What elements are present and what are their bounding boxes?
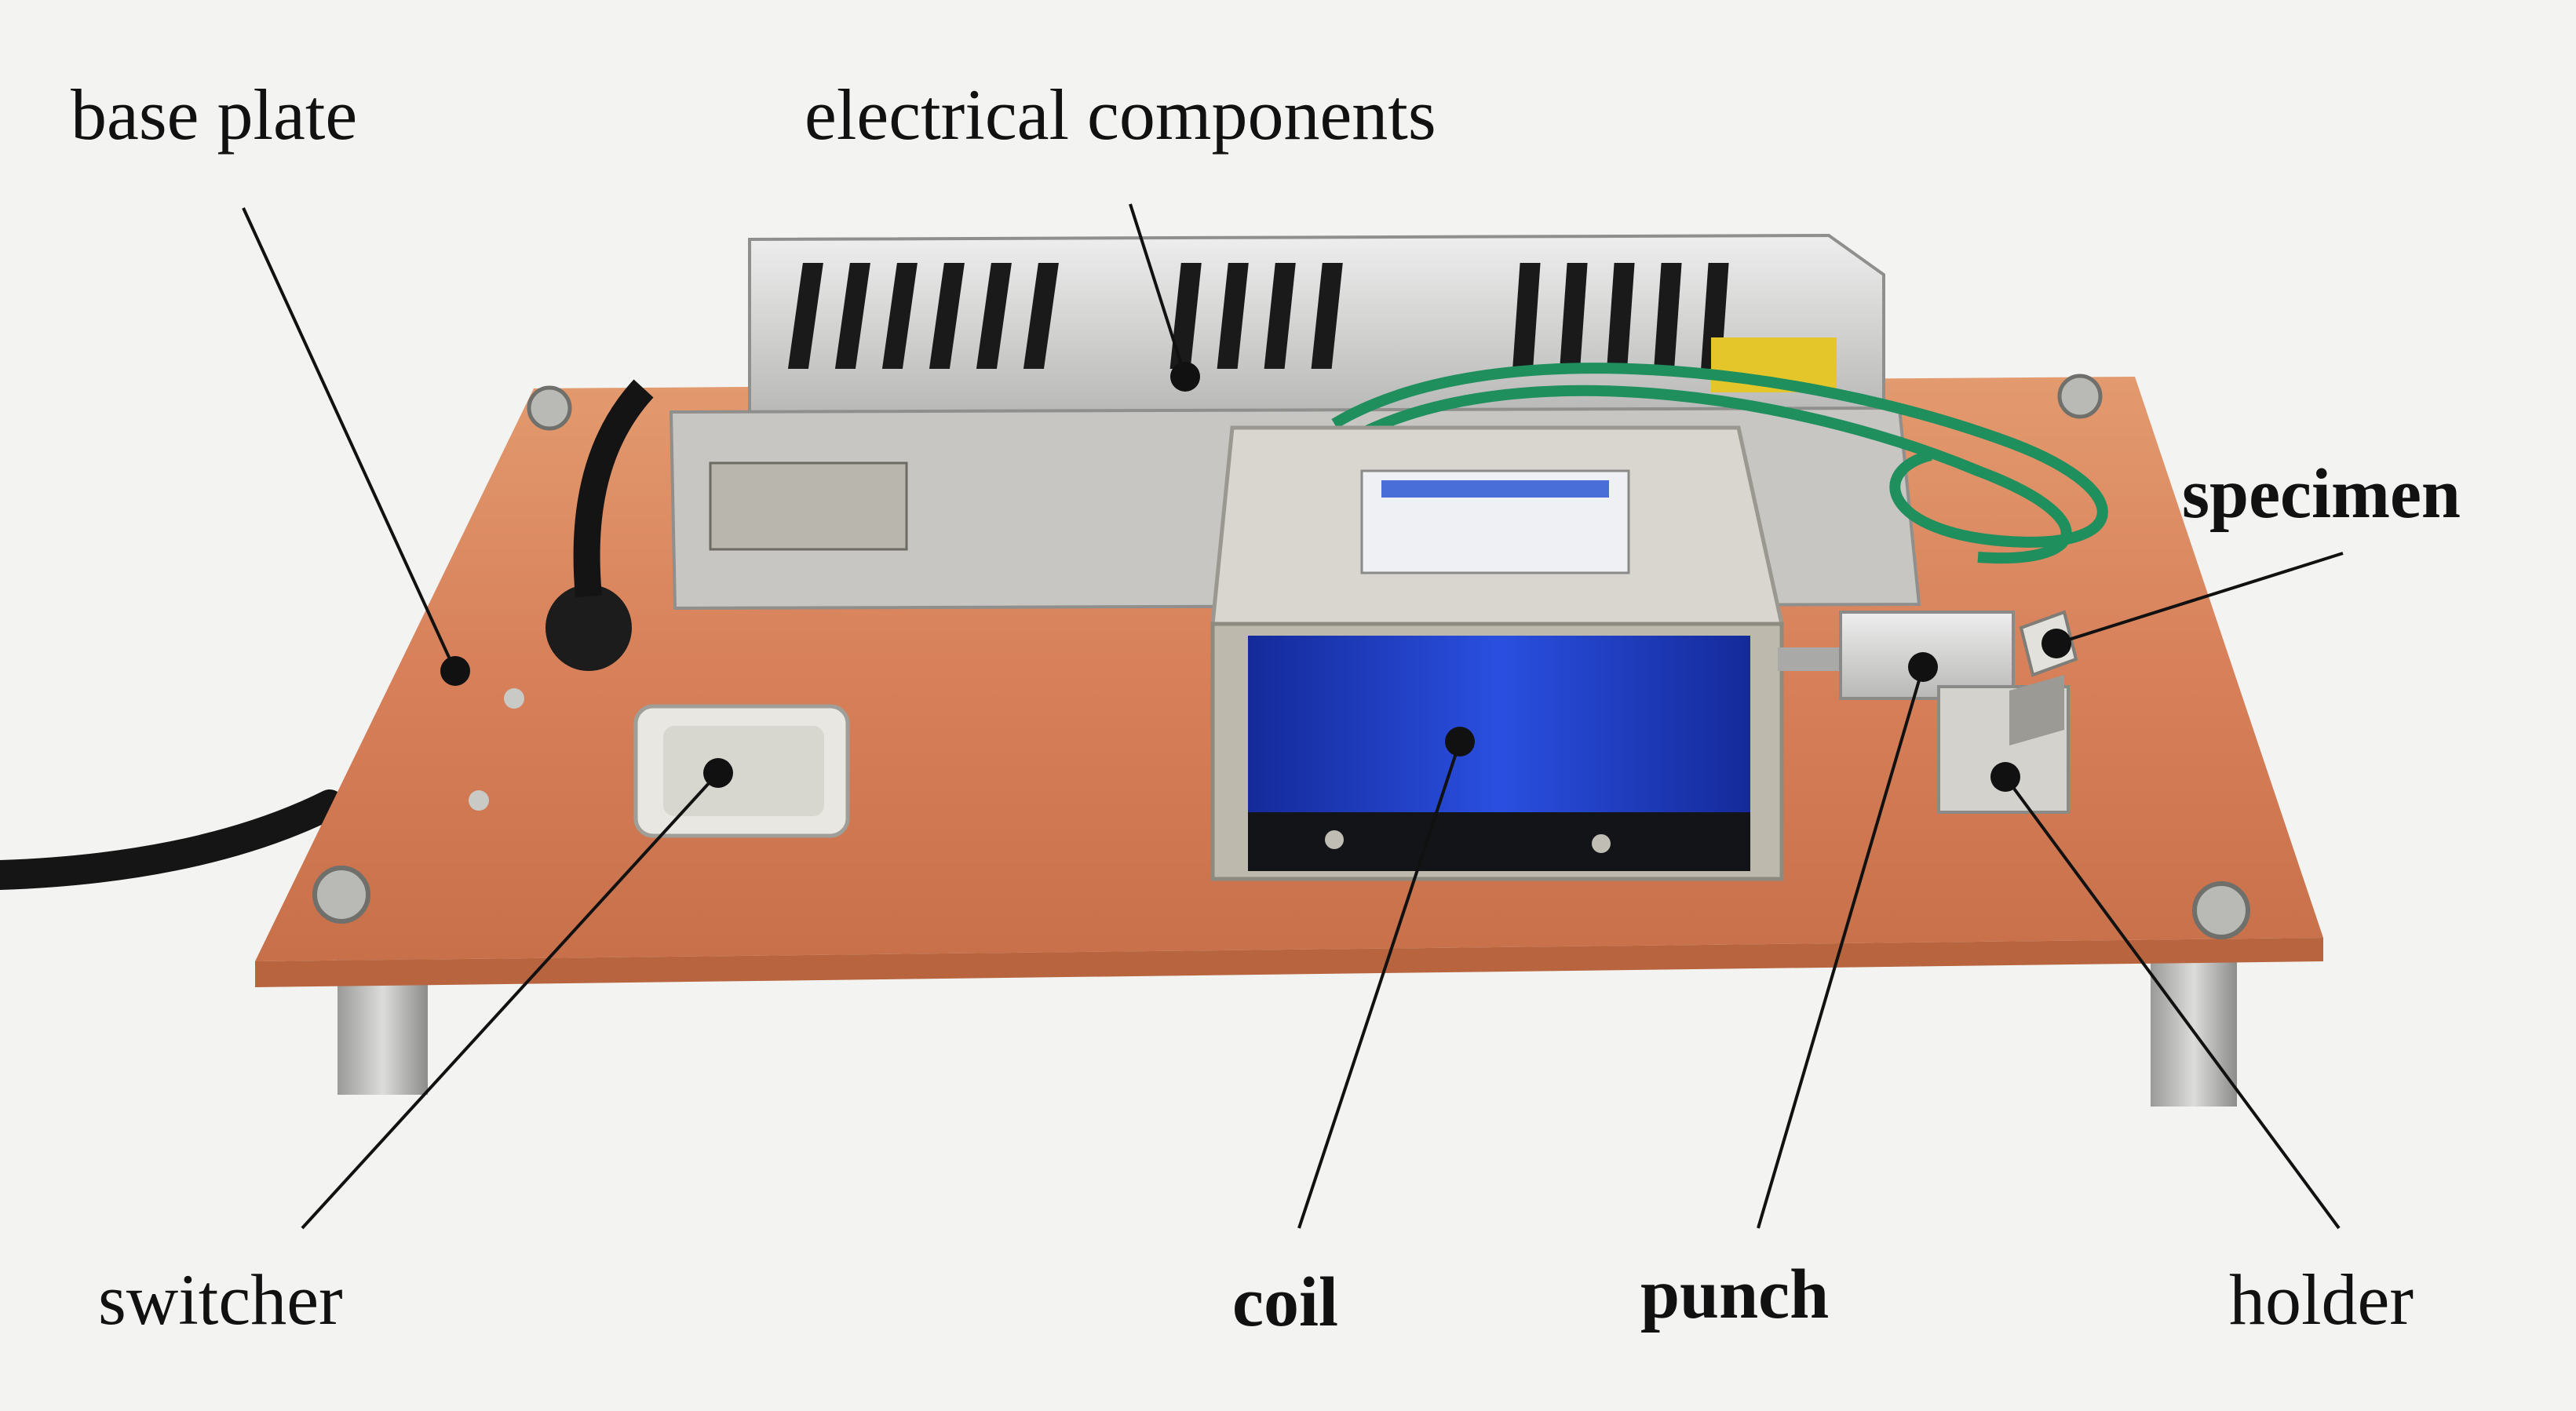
solenoid <box>1210 425 1785 881</box>
label-holder: holder <box>2229 1260 2414 1340</box>
power-cable <box>0 789 345 890</box>
plunger-rod <box>1778 647 1844 671</box>
cable-grommet <box>545 585 632 671</box>
plate-front-edge <box>255 938 2323 987</box>
label-coil: coil <box>1232 1263 1338 1341</box>
label-switcher: switcher <box>98 1260 343 1340</box>
grommet-cable <box>573 379 654 598</box>
rating-label <box>709 461 908 551</box>
label-base-plate: base plate <box>71 75 358 155</box>
leader-lines <box>242 203 2344 1230</box>
green-wire-loops <box>1331 363 2108 563</box>
label-specimen: specimen <box>2182 455 2461 533</box>
corner-screws <box>312 374 2250 939</box>
label-punch: punch <box>1640 1256 1830 1333</box>
vent-slots <box>787 263 1729 369</box>
label-electrical-components: electrical components <box>805 75 1436 155</box>
rocker-switch <box>633 704 850 838</box>
